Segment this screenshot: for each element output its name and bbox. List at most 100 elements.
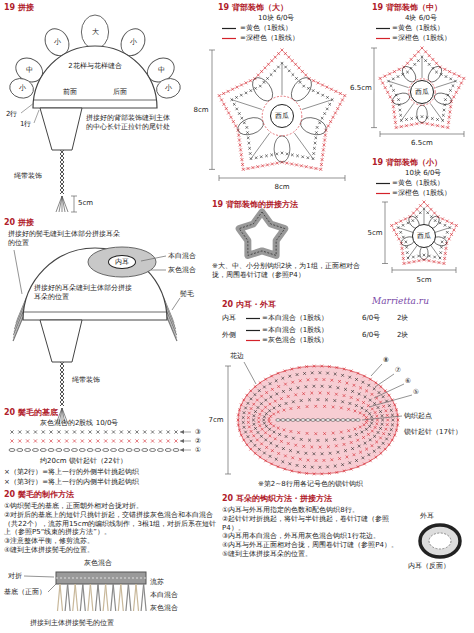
single-crochet-symbol [297, 451, 300, 454]
single-crochet-symbol [242, 439, 245, 442]
single-crochet-symbol [445, 75, 448, 78]
single-crochet-symbol [314, 405, 317, 408]
single-crochet-symbol [399, 231, 402, 234]
single-crochet-symbol [286, 153, 289, 156]
single-crochet-symbol [353, 384, 356, 387]
single-crochet-symbol [265, 155, 268, 158]
single-crochet-symbol [317, 81, 320, 84]
single-crochet-symbol [349, 402, 352, 405]
single-crochet-symbol [388, 404, 391, 407]
single-crochet-symbol [264, 431, 267, 434]
ear-flap [40, 320, 82, 362]
single-crochet-symbol [307, 156, 310, 159]
single-crochet-symbol [269, 435, 272, 438]
single-crochet-symbol [344, 449, 347, 452]
single-crochet-symbol [386, 419, 389, 422]
single-crochet-symbol [351, 390, 354, 393]
fringe-strand [73, 584, 76, 611]
single-crochet-symbol [358, 393, 361, 396]
single-crochet-symbol [249, 389, 252, 392]
single-crochet-symbol [265, 391, 268, 394]
single-crochet-symbol [42, 439, 45, 442]
node-text: 西瓜 [417, 232, 431, 240]
single-crochet-symbol [413, 260, 416, 263]
single-crochet-symbol [385, 428, 388, 431]
single-crochet-symbol [276, 153, 279, 156]
single-crochet-symbol [423, 201, 426, 204]
single-crochet-symbol [259, 456, 262, 459]
single-crochet-symbol [378, 391, 381, 394]
single-crochet-symbol [390, 224, 393, 227]
fringe-strand [106, 584, 109, 611]
single-crochet-symbol [333, 438, 336, 441]
chain-stitch [351, 419, 355, 422]
chain-stitch [32, 449, 38, 452]
annotation-label: ③ [195, 428, 201, 437]
watermark: Marrietta.ru [372, 296, 429, 307]
leader-line [34, 110, 39, 123]
single-crochet-symbol [379, 385, 382, 388]
leader-line [362, 416, 402, 420]
single-crochet-symbol [337, 386, 340, 389]
single-crochet-symbol [18, 439, 21, 442]
single-crochet-symbol [350, 369, 353, 372]
single-crochet-symbol [375, 441, 378, 444]
single-crochet-symbol [247, 435, 250, 438]
section-title: 19 背部装饰的拼接方法 [212, 200, 298, 210]
single-crochet-symbol [388, 394, 391, 397]
annotation-label: 拼接好的鬓毛缝到主体部分拼接耳朵的位置 [8, 230, 120, 248]
chain-spoke [398, 228, 414, 233]
chain-stitch [321, 419, 325, 422]
petal-stitch [417, 105, 428, 123]
single-crochet-symbol [393, 70, 396, 73]
legend-sample [246, 340, 260, 341]
single-crochet-symbol [322, 148, 325, 151]
single-crochet-symbol [244, 407, 247, 410]
single-crochet-symbol [444, 98, 447, 101]
legend-sample [376, 38, 390, 39]
chain-stitch [157, 449, 163, 452]
annotation-label: =本白混合（1股线） [262, 314, 328, 323]
single-crochet-symbol [392, 78, 395, 81]
single-crochet-symbol [398, 68, 401, 71]
single-crochet-symbol [312, 79, 315, 82]
annotation-label: ⑥ [405, 377, 411, 386]
chart-outline [219, 50, 345, 169]
inner-ear [429, 533, 451, 549]
annotation-label: 流苏 [150, 578, 164, 587]
single-crochet-symbol [254, 452, 257, 455]
single-crochet-symbol [337, 451, 340, 454]
single-crochet-symbol [452, 228, 455, 231]
single-crochet-symbol [421, 47, 424, 50]
single-crochet-symbol [379, 452, 382, 455]
single-crochet-symbol [413, 63, 416, 66]
single-crochet-symbol [289, 388, 292, 391]
single-crochet-symbol [244, 431, 247, 434]
single-crochet-symbol [371, 393, 374, 396]
chain-stitch [17, 449, 23, 452]
single-crochet-symbol [232, 120, 235, 123]
annotation-label: 拼接到主体拼接鬓毛的位置 [30, 619, 114, 628]
leader-line [374, 384, 404, 398]
single-crochet-symbol [246, 126, 249, 129]
chain-stitch [48, 449, 54, 452]
annotation-label: ×（第3行）=将上一行的内侧半针挑起钩织 [4, 478, 139, 487]
annotation-label: 灰色混合的2股线 10/0号 [40, 419, 118, 428]
petal-stitch [236, 115, 266, 138]
fringe-strand [14, 311, 24, 335]
single-crochet-symbol [341, 98, 344, 101]
single-crochet-symbol [266, 77, 269, 80]
single-crochet-symbol [270, 375, 273, 378]
dimension-label: 5cm [366, 229, 383, 238]
single-crochet-symbol [371, 444, 374, 447]
chain-spoke [389, 81, 409, 88]
chain-spoke [434, 228, 450, 233]
annotation-label: 拼接好的耳朵缝到主体部分拼接耳朵的位置 [34, 284, 134, 302]
single-crochet-symbol [428, 255, 431, 258]
single-crochet-symbol [399, 114, 402, 117]
single-crochet-symbol [227, 90, 230, 93]
single-crochet-symbol [334, 465, 337, 468]
single-crochet-symbol [458, 75, 461, 78]
single-crochet-symbol [460, 82, 463, 85]
single-crochet-symbol [404, 217, 407, 220]
